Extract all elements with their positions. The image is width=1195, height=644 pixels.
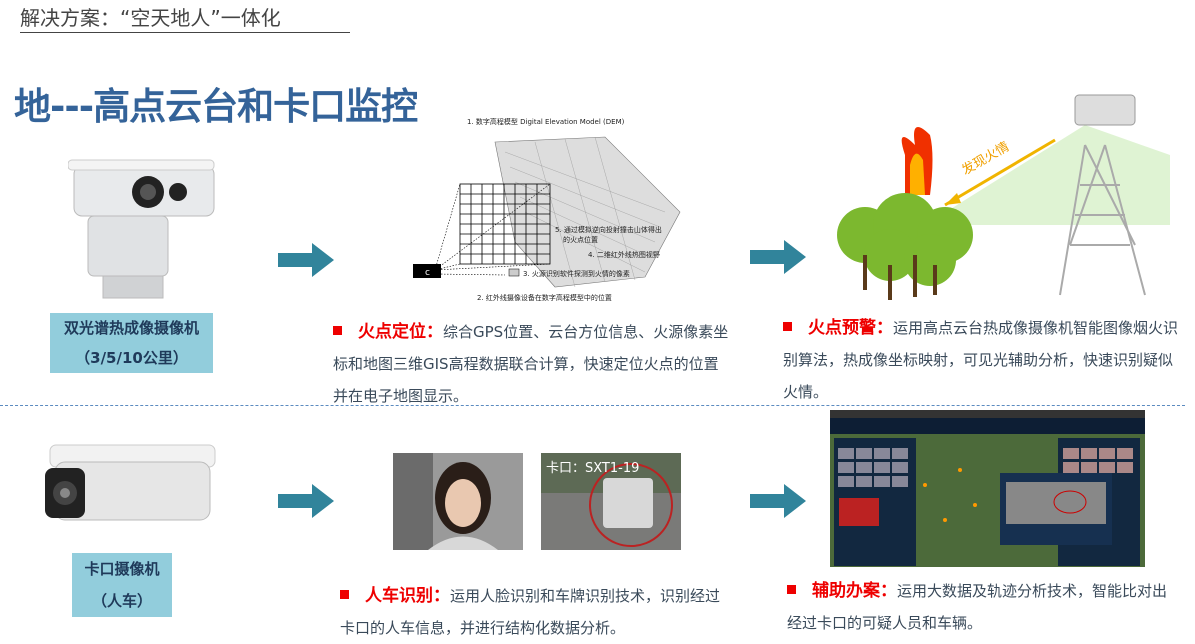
thermal-camera-image [68, 159, 215, 299]
dem-label: 5. 通过模拟逆向投射撞击山体得出 [555, 225, 662, 234]
dem-label: 2. 红外线摄像设备在数字高程模型中的位置 [477, 293, 612, 302]
feature-fire-warning: 火点预警：运用高点云台热成像摄像机智能图像烟火识别算法，热成像坐标映射，可见光辅… [783, 312, 1178, 408]
bullet-icon [340, 590, 349, 599]
feature-text: 运用大数据及轨迹分析技术，智能比对出经过卡口的可疑人员和车辆。 [787, 582, 1168, 632]
fire-detection-illustration: 发现火情 [837, 94, 1170, 300]
feature-case-assistance: 辅助办案：运用大数据及轨迹分析技术，智能比对出经过卡口的可疑人员和车辆。 [787, 575, 1172, 639]
feature-key: 火点定位： [358, 322, 443, 342]
bullet-icon [787, 585, 796, 594]
dem-label: 的火点位置 [563, 235, 598, 244]
feature-text: 运用高点云台热成像摄像机智能图像烟火识别算法，热成像坐标映射，可见光辅助分析，快… [783, 319, 1179, 401]
dem-diagram: c 1. 数字高程模型 Digital Elevation Model (DEM… [413, 117, 681, 302]
label-line: （3/5/10公里） [75, 349, 188, 367]
dem-label: 3. 火源识别软件探测到火情的像素 [523, 269, 630, 278]
section-divider [0, 405, 1185, 406]
thermal-camera-label: 双光谱热成像摄像机 （3/5/10公里） [50, 313, 213, 373]
arrow-right-icon [278, 484, 334, 518]
slide-title: 地---高点云台和卡口监控 [14, 85, 418, 128]
feature-text: 综合GPS位置、云台方位信息、火源像素坐标和地图三维GIS高程数据联合计算，快速… [333, 323, 729, 405]
label-line: 双光谱热成像摄像机 [63, 319, 199, 337]
photo-caption: 卡口：SXT1-19 [546, 461, 640, 476]
vehicle-photo: 卡口：SXT1-19 [541, 453, 681, 550]
checkpoint-camera-image [45, 444, 216, 521]
fire-caption: 发现火情 [959, 139, 1012, 179]
face-photo [393, 453, 523, 550]
camera-icon: c [425, 268, 430, 278]
dem-label: 4. 二维红外线热图视野 [588, 250, 660, 259]
bullet-icon [783, 322, 792, 331]
dem-label: 1. 数字高程模型 Digital Elevation Model (DEM) [467, 117, 625, 126]
dashboard-screenshot [830, 410, 1145, 567]
highlight-circle [589, 463, 673, 547]
feature-fire-location: 火点定位：综合GPS位置、云台方位信息、火源像素坐标和地图三维GIS高程数据联合… [333, 316, 733, 412]
bullet-icon [333, 326, 342, 335]
label-line: 卡口摄像机 [84, 560, 160, 578]
arrow-right-icon [750, 484, 806, 518]
feature-person-vehicle-recognition: 人车识别：运用人脸识别和车牌识别技术，识别经过卡口的人车信息，并进行结构化数据分… [340, 580, 725, 644]
feature-key: 辅助办案： [812, 581, 897, 601]
header-title: 解决方案：“空天地人”一体化 [20, 2, 350, 33]
arrow-right-icon [750, 240, 806, 274]
feature-key: 人车识别： [365, 586, 450, 606]
checkpoint-camera-label: 卡口摄像机 （人车） [72, 553, 172, 617]
arrow-right-icon [278, 243, 334, 277]
feature-key: 火点预警： [808, 318, 893, 338]
label-line: （人车） [91, 592, 152, 610]
